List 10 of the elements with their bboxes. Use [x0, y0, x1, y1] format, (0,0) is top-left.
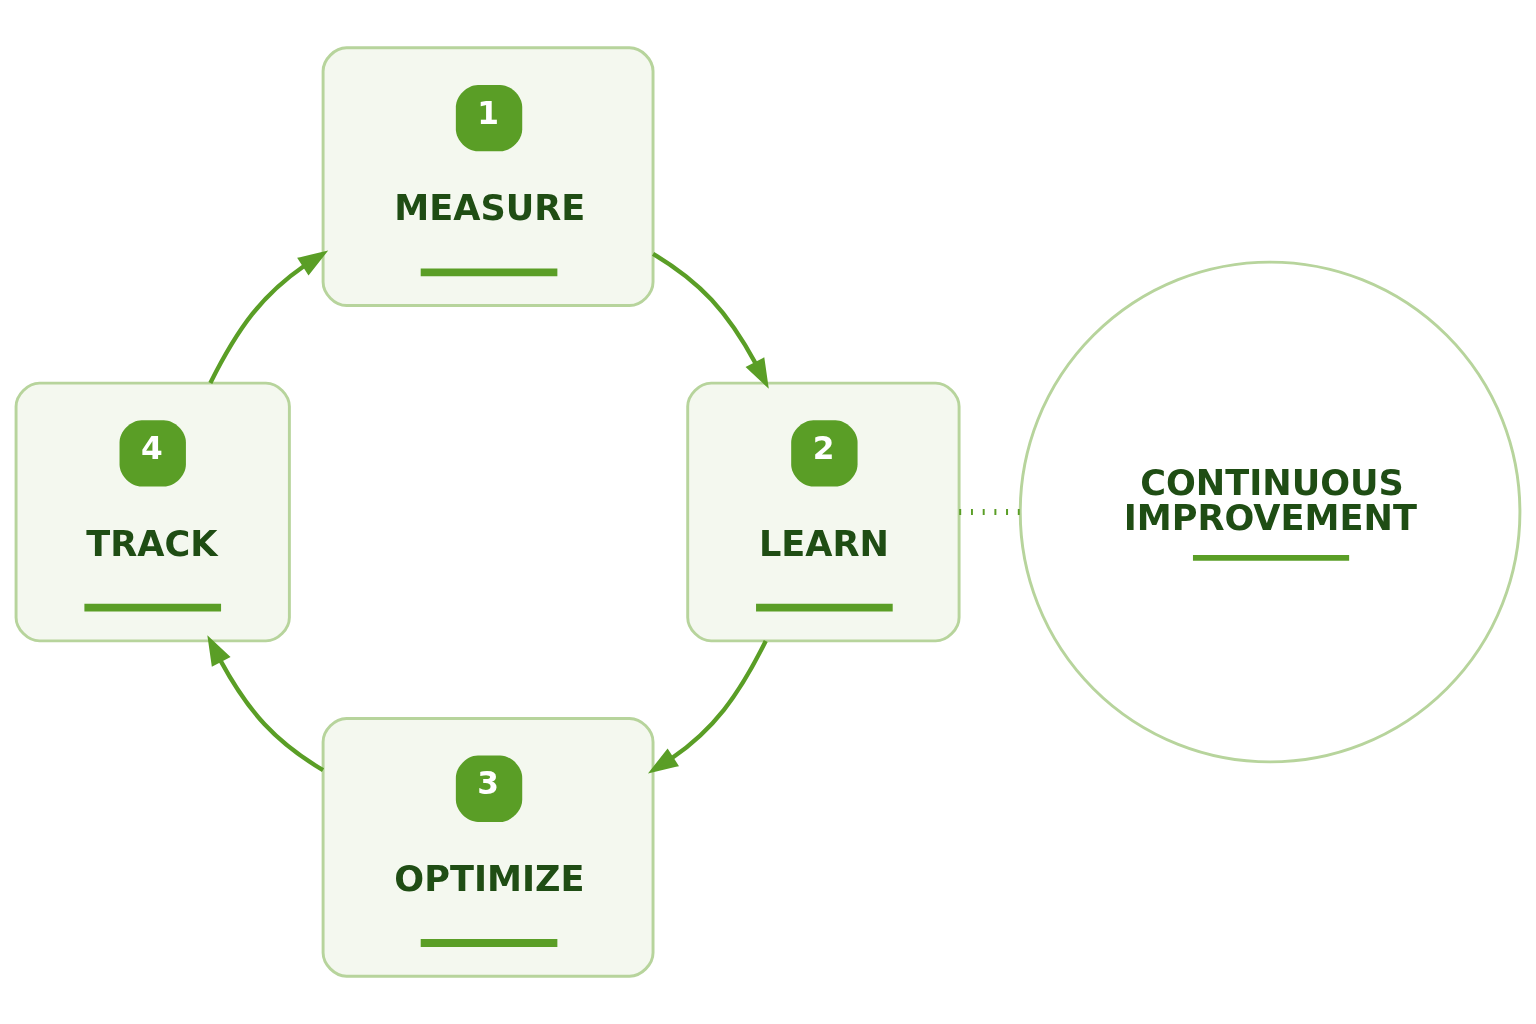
node-box: 3 OPTIMIZE: [321, 717, 655, 978]
connector: [959, 509, 1020, 515]
node-box: 4 TRACK: [14, 381, 291, 643]
node-box: 1 MEASURE: [321, 46, 655, 307]
node-circle: CONTINUOUS IMPROVEMENT: [1018, 260, 1522, 764]
arrow: [647, 640, 768, 774]
node-box: 2 LEARN: [686, 381, 961, 643]
arrow: [207, 635, 325, 773]
arrow: [208, 250, 329, 384]
arrow: [651, 251, 769, 389]
